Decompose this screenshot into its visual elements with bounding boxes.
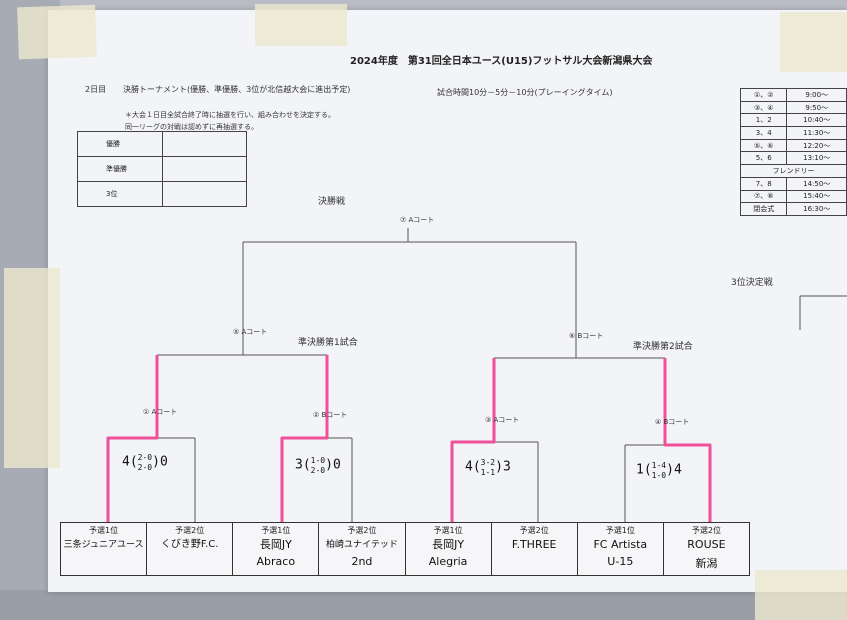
team-name: 柏崎ユナイテッド bbox=[326, 540, 398, 550]
schedule-match: ⑤、⑥ bbox=[739, 138, 788, 153]
semi2-label: 準決勝第2試合 bbox=[633, 342, 693, 352]
tape-bottom-right bbox=[755, 570, 847, 620]
third-label: 3位 bbox=[77, 181, 163, 207]
third-place-label: 3位決定戦 bbox=[731, 278, 773, 288]
winner-value bbox=[162, 131, 247, 157]
court-m6: ⑥ Bコート bbox=[569, 332, 604, 340]
note-line-1: ＊大会１日目全試合終了時に抽選を行い、組み合わせを決定する。 bbox=[125, 111, 335, 119]
score-left: 1 bbox=[636, 462, 644, 478]
page-title: 2024年度 第31回全日本ユース(U15)フットサル大会新潟県大会 bbox=[350, 56, 653, 67]
team-rank: 予選2位 bbox=[347, 526, 377, 535]
team-name-2: 新潟 bbox=[695, 557, 718, 570]
team-cell: 予選2位 柏崎ユナイテッド 2nd bbox=[318, 523, 404, 575]
team-name-2: Abraco bbox=[256, 555, 296, 568]
score-right: 0 bbox=[332, 457, 341, 473]
court-m1: ① Aコート bbox=[143, 408, 178, 416]
team-name: 三条ジュニアユース bbox=[63, 540, 144, 550]
team-rank: 予選2位 bbox=[519, 526, 549, 535]
team-row: 予選1位 三条ジュニアユース 予選2位 くびき野F.C. 予選1位 長岡JY A… bbox=[60, 522, 750, 576]
tape-left-mid bbox=[4, 268, 60, 468]
team-name-2: 2nd bbox=[351, 555, 373, 568]
final-label: 決勝戦 bbox=[318, 197, 346, 207]
note-line-2: 同一リーグの対戦は認めずに再抽選する。 bbox=[125, 123, 258, 131]
court-m2: ② Bコート bbox=[313, 411, 348, 419]
team-rank: 予選1位 bbox=[89, 526, 119, 535]
team-name: ROUSE bbox=[687, 538, 726, 551]
win-path-m4 bbox=[663, 358, 712, 522]
day-label: 2日目 bbox=[85, 85, 107, 94]
win-path-m3 bbox=[450, 358, 496, 522]
win-path-m2 bbox=[280, 355, 329, 522]
team-rank: 予選2位 bbox=[175, 526, 205, 535]
score-half2: 1-0 bbox=[651, 471, 667, 480]
team-rank: 予選1位 bbox=[261, 526, 291, 535]
score-left: 3 bbox=[295, 457, 303, 473]
score-right: 0 bbox=[159, 454, 168, 470]
team-cell: 予選1位 FC Artista U-15 bbox=[576, 523, 663, 575]
score-left: 4 bbox=[465, 459, 473, 475]
score-half1: 1-4 bbox=[651, 461, 667, 470]
win-path-m1 bbox=[106, 355, 159, 522]
team-cell: 予選1位 長岡JY Abraco bbox=[232, 523, 318, 575]
team-name: FC Artista bbox=[593, 538, 648, 551]
tournament-sheet bbox=[48, 10, 847, 592]
score-right: 3 bbox=[502, 459, 511, 475]
court-m4: ④ Bコート bbox=[655, 418, 690, 426]
score-half2: 2-0 bbox=[310, 466, 326, 475]
team-name: F.THREE bbox=[511, 538, 557, 551]
tape-top-right bbox=[780, 12, 847, 72]
score-half2: 2-0 bbox=[137, 463, 153, 472]
team-name: くびき野F.C. bbox=[160, 539, 219, 550]
team-cell: 予選2位 F.THREE bbox=[490, 523, 577, 575]
team-name-2: Alegria bbox=[428, 555, 468, 568]
score-half1: 1-0 bbox=[310, 456, 326, 465]
score-left: 4 bbox=[122, 454, 130, 470]
schedule-match: 閉会式 bbox=[739, 202, 788, 216]
team-cell: 予選2位 ROUSE 新潟 bbox=[662, 523, 749, 575]
team-name-2: U-15 bbox=[607, 555, 634, 568]
team-rank: 予選2位 bbox=[691, 526, 721, 535]
score-half1: 3-2 bbox=[480, 458, 496, 467]
team-rank: 予選1位 bbox=[605, 526, 635, 535]
third-value bbox=[162, 181, 247, 207]
match-time: 試合時間10分－5分－10分(プレーイングタイム) bbox=[437, 88, 613, 97]
team-cell: 予選2位 くびき野F.C. bbox=[146, 523, 232, 575]
tape-top-mid bbox=[255, 4, 347, 46]
winner-label: 優勝 bbox=[77, 131, 163, 157]
team-name: 長岡JY bbox=[259, 538, 292, 551]
court-m7: ⑦ Aコート bbox=[400, 216, 435, 224]
score-half2: 1-1 bbox=[480, 468, 496, 477]
winners-table: 優勝 準優勝 3位 bbox=[77, 131, 247, 207]
section-label: 決勝トーナメント(優勝、準優勝、3位が北信越大会に進出予定) bbox=[123, 85, 351, 94]
court-m3: ③ Aコート bbox=[485, 416, 520, 424]
team-cell: 予選1位 長岡JY Alegria bbox=[404, 523, 491, 575]
score-half1: 2-0 bbox=[137, 453, 153, 462]
schedule-time: 9:50～ bbox=[786, 100, 847, 115]
court-m5: ⑤ Aコート bbox=[233, 328, 268, 336]
team-cell: 予選1位 三条ジュニアユース bbox=[61, 523, 146, 575]
runner-up-value bbox=[162, 156, 247, 182]
team-name: 長岡JY bbox=[432, 538, 465, 551]
runner-up-label: 準優勝 bbox=[77, 156, 163, 182]
semi1-label: 準決勝第1試合 bbox=[298, 338, 358, 348]
schedule-time: 16:30～ bbox=[786, 202, 847, 216]
score-right: 4 bbox=[673, 462, 682, 478]
team-rank: 予選1位 bbox=[433, 526, 463, 535]
wall-bottom bbox=[0, 590, 847, 620]
